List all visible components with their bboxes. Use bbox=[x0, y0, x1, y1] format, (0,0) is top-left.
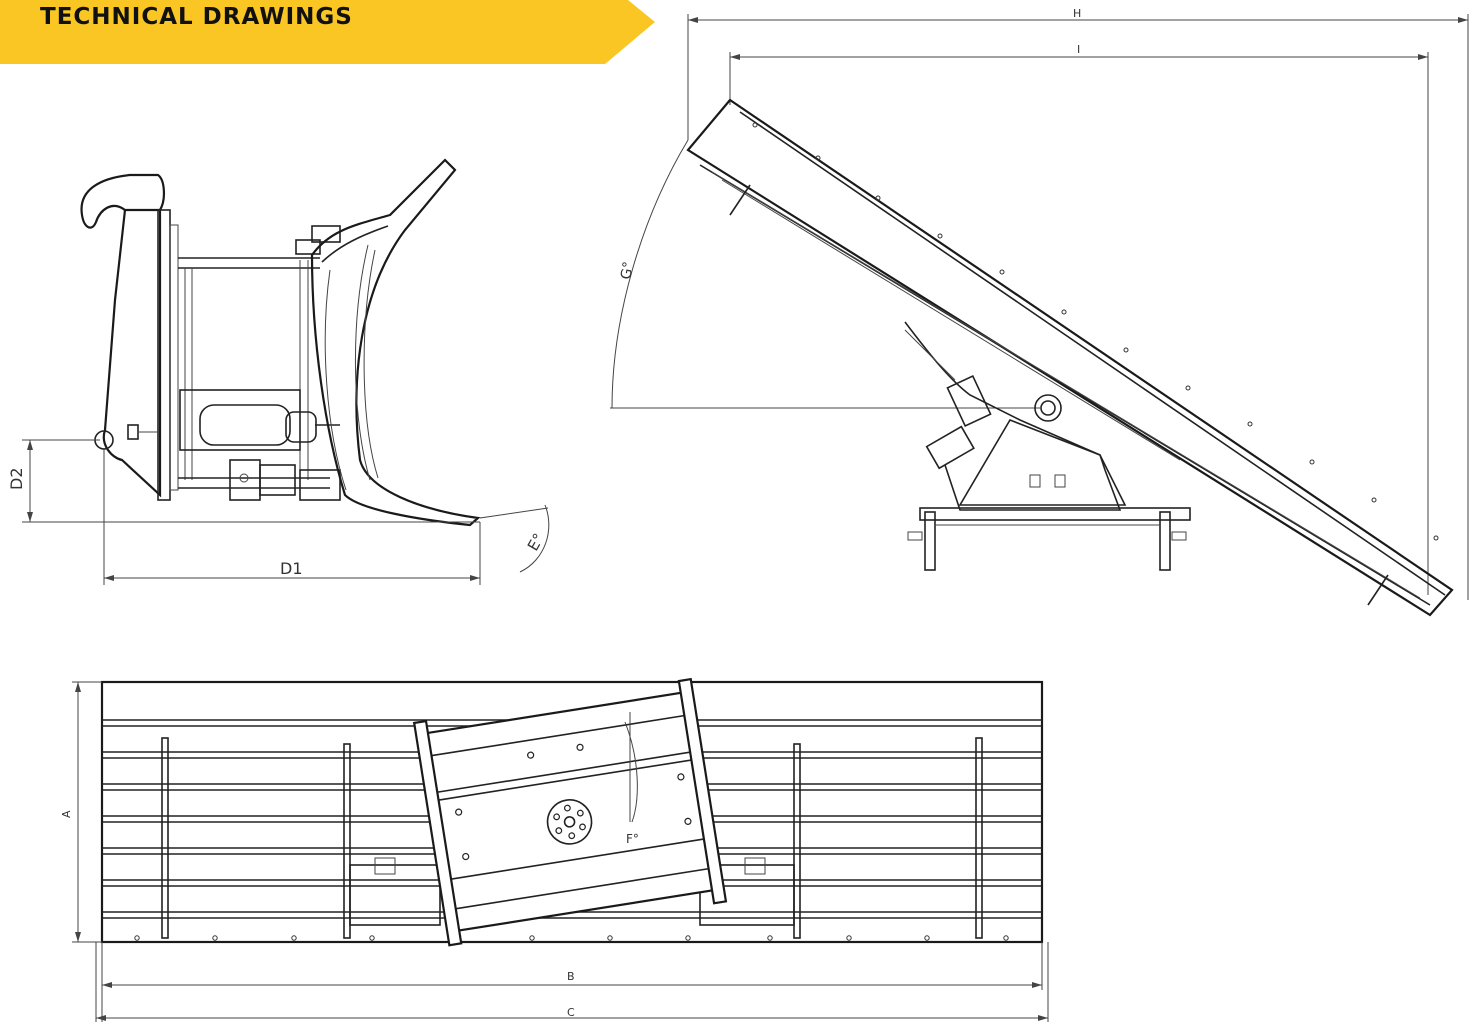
angle-view-drawing bbox=[610, 14, 1469, 617]
dimension-h-label: H bbox=[1073, 7, 1081, 20]
dimension-c-label: C bbox=[567, 1006, 575, 1019]
dimension-a-label: A bbox=[60, 810, 73, 818]
angle-g-label: G° bbox=[618, 260, 637, 280]
side-view-drawing bbox=[22, 158, 550, 585]
header-banner: TECHNICAL DRAWINGS bbox=[0, 0, 655, 64]
dimension-d2-label: D2 bbox=[7, 468, 26, 491]
angle-e-label: E° bbox=[524, 530, 548, 554]
dimension-d1-label: D1 bbox=[280, 559, 303, 578]
dimension-b-label: B bbox=[567, 970, 575, 983]
top-view-drawing bbox=[72, 677, 1049, 1022]
dimension-i-label: I bbox=[1077, 43, 1080, 56]
banner-shape bbox=[0, 0, 655, 64]
page-title: TECHNICAL DRAWINGS bbox=[40, 4, 353, 30]
angle-f-label: F° bbox=[626, 832, 639, 846]
